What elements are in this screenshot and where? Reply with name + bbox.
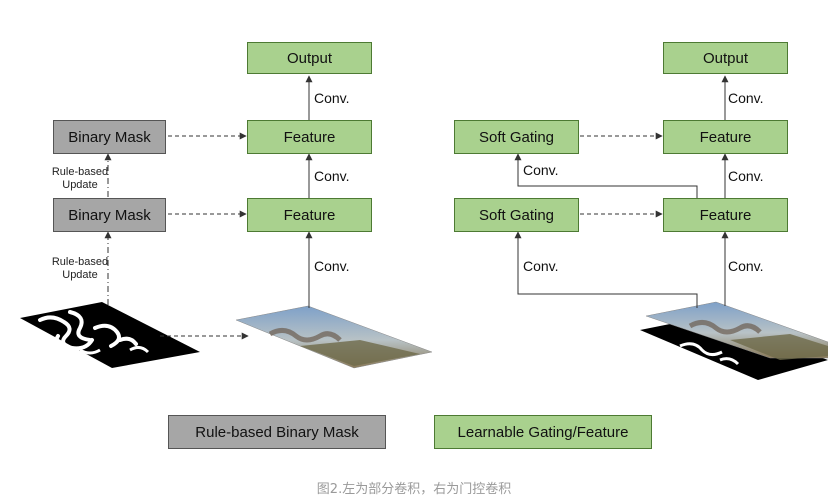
left-output-label: Output: [286, 49, 333, 67]
input-mask-image-right: [640, 316, 828, 380]
update-label-line1: Rule-based: [51, 256, 109, 268]
update-label-line2: Update: [62, 269, 98, 281]
right-conv-label-output: Conv.: [728, 90, 764, 106]
input-photo-left: [235, 305, 433, 369]
update-label-line1: Rule-based: [51, 166, 109, 178]
right-feature-top-label: Feature: [699, 128, 752, 146]
left-binary-mask-bottom-box: Binary Mask: [53, 198, 166, 232]
legend-gray-label: Rule-based Binary Mask: [195, 423, 359, 441]
legend-green-label: Learnable Gating/Feature: [457, 423, 629, 441]
left-feature-bottom-label: Feature: [283, 206, 336, 224]
legend-learnable-gating-feature: Learnable Gating/Feature: [434, 415, 652, 449]
figure-caption: 图2.左为部分卷积，右为门控卷积: [316, 482, 512, 497]
right-conv-label-feature-bottom: Conv.: [728, 258, 764, 274]
left-conv-label-top: Conv.: [314, 90, 350, 106]
right-soft-gating-bottom-label: Soft Gating: [478, 206, 555, 224]
left-rule-update-label-top: Rule-based Update: [44, 166, 116, 192]
right-conv-label-feature-mid: Conv.: [728, 168, 764, 184]
left-binary-mask-bottom-label: Binary Mask: [68, 206, 151, 224]
left-feature-bottom-box: Feature: [247, 198, 372, 232]
input-mask-image-left: [20, 302, 200, 368]
right-output-box: Output: [663, 42, 788, 74]
input-photo-right: [645, 301, 828, 360]
left-binary-mask-top-box: Binary Mask: [53, 120, 166, 154]
right-soft-gating-top-label: Soft Gating: [478, 128, 555, 146]
right-output-label: Output: [702, 49, 749, 67]
left-conv-label-bottom: Conv.: [314, 258, 350, 274]
right-feature-bottom-box: Feature: [663, 198, 788, 232]
right-soft-gating-top-box: Soft Gating: [454, 120, 579, 154]
left-feature-top-label: Feature: [283, 128, 336, 146]
left-feature-top-box: Feature: [247, 120, 372, 154]
update-label-line2: Update: [62, 179, 98, 191]
left-conv-label-mid: Conv.: [314, 168, 350, 184]
right-conv-label-gating-top: Conv.: [523, 162, 559, 178]
left-rule-update-label-bottom: Rule-based Update: [44, 256, 116, 282]
right-conv-label-gating-bottom: Conv.: [523, 258, 559, 274]
right-feature-bottom-label: Feature: [699, 206, 752, 224]
right-feature-top-box: Feature: [663, 120, 788, 154]
left-output-box: Output: [247, 42, 372, 74]
left-binary-mask-top-label: Binary Mask: [68, 128, 151, 146]
legend-rule-based-binary-mask: Rule-based Binary Mask: [168, 415, 386, 449]
right-soft-gating-bottom-box: Soft Gating: [454, 198, 579, 232]
